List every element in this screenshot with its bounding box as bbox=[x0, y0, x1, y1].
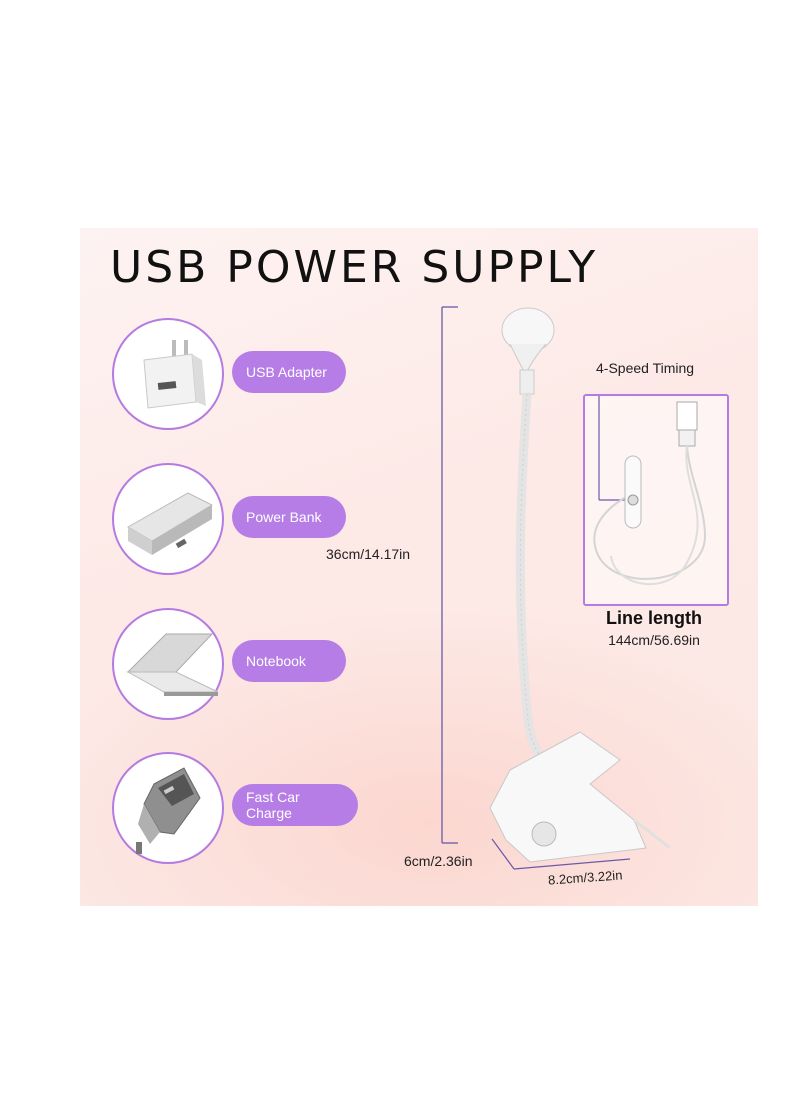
page-title: USB POWER SUPPLY bbox=[110, 242, 599, 293]
height-dimension-line bbox=[441, 306, 458, 844]
usb-adapter-label: USB Adapter bbox=[232, 351, 346, 393]
line-length-label: Line length bbox=[606, 608, 702, 628]
lamp-illustration bbox=[489, 307, 670, 863]
power-bank-label: Power Bank bbox=[232, 496, 346, 538]
height-label: 36cm/14.17in bbox=[326, 546, 411, 562]
notebook-icon bbox=[112, 608, 224, 720]
notebook-label: Notebook bbox=[232, 640, 346, 682]
cable-box bbox=[583, 394, 729, 606]
usb-adapter-icon bbox=[112, 318, 224, 430]
car-charger-icon bbox=[112, 752, 224, 864]
timing-label: 4-Speed Timing bbox=[596, 360, 695, 376]
usb-cable-icon bbox=[593, 396, 707, 585]
power-bank-icon bbox=[112, 463, 224, 575]
clip-height-label: 6cm/2.36in bbox=[404, 853, 473, 869]
car-charger-label: Fast Car Charge bbox=[232, 784, 358, 826]
clip-dimension-lines bbox=[491, 838, 631, 870]
line-length-value: 144cm/56.69in bbox=[608, 632, 700, 648]
